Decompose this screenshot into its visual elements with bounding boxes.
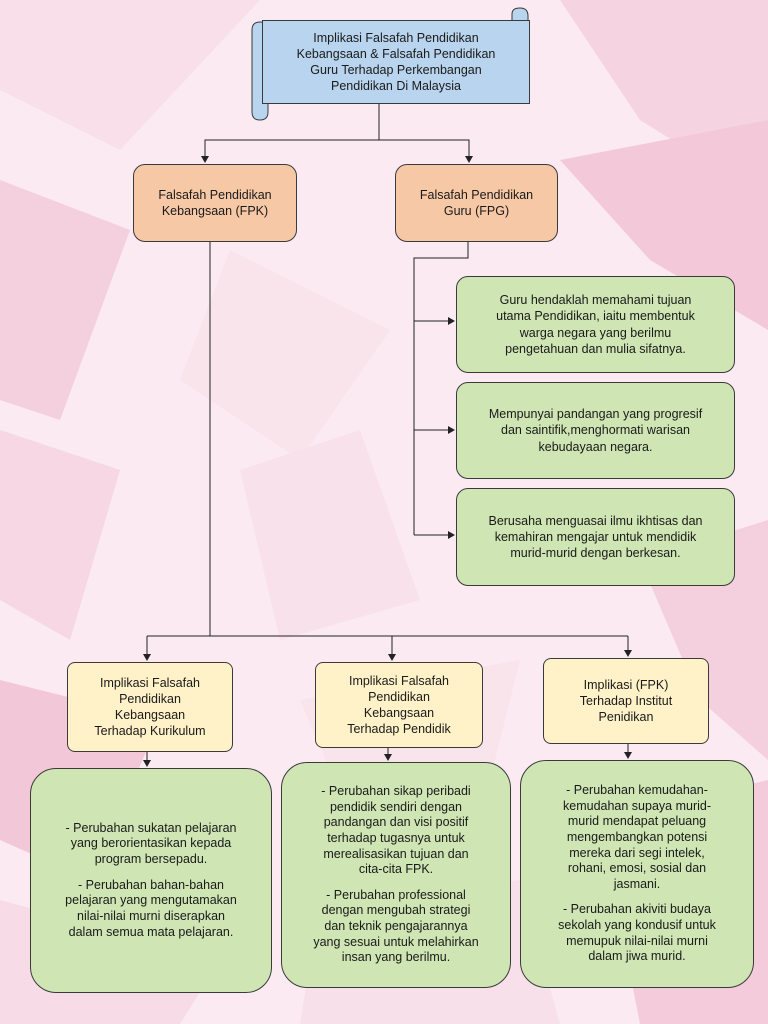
implikasi-kurikulum-detail: - Perubahan sukatan pelajaran yang beror… [30, 768, 272, 993]
implikasi-institut-heading: Implikasi (FPK) Terhadap Institut Penidi… [579, 677, 673, 725]
implikasi-institut-box: Implikasi (FPK) Terhadap Institut Penidi… [543, 658, 709, 744]
title-box: Implikasi Falsafah Pendidikan Kebangsaan… [262, 20, 530, 104]
pendidik-point-2: - Perubahan professional dengan mengubah… [313, 887, 479, 965]
fpg-point-3: Berusaha menguasai ilmu ikhtisas dan kem… [456, 488, 735, 586]
title-text: Implikasi Falsafah Pendidikan Kebangsaan… [296, 30, 496, 94]
implikasi-pendidik-detail: - Perubahan sikap peribadi pendidik send… [281, 762, 511, 988]
implikasi-pendidik-heading: Implikasi Falsafah Pendidikan Kebangsaan… [347, 673, 451, 737]
institut-point-2: - Perubahan akiviti budaya sekolah yang … [558, 902, 716, 964]
fpg-box: Falsafah Pendidikan Guru (FPG) [395, 164, 558, 242]
fpg-point-3-text: Berusaha menguasai ilmu ikhtisas dan kem… [488, 513, 703, 561]
fpg-point-2-text: Mempunyai pandangan yang progresif dan s… [488, 407, 703, 454]
fpk-label: Falsafah Pendidikan Kebangsaan (FPK) [158, 187, 272, 218]
fpg-label: Falsafah Pendidikan Guru (FPG) [419, 187, 534, 218]
fpg-point-1-text: Guru hendaklah memahami tujuan utama Pen… [496, 293, 695, 356]
implikasi-pendidik-box: Implikasi Falsafah Pendidikan Kebangsaan… [315, 662, 483, 748]
kurikulum-point-2: - Perubahan bahan-bahan pelajaran yang m… [65, 877, 237, 939]
implikasi-kurikulum-box: Implikasi Falsafah Pendidikan Kebangsaan… [67, 662, 233, 752]
kurikulum-point-1: - Perubahan sukatan pelajaran yang beror… [65, 820, 237, 867]
institut-point-1: - Perubahan kemudahan- kemudahan supaya … [563, 783, 711, 891]
fpk-box: Falsafah Pendidikan Kebangsaan (FPK) [133, 164, 297, 242]
fpg-point-1: Guru hendaklah memahami tujuan utama Pen… [456, 276, 735, 373]
implikasi-kurikulum-heading: Implikasi Falsafah Pendidikan Kebangsaan… [94, 675, 206, 739]
fpg-point-2: Mempunyai pandangan yang progresif dan s… [456, 382, 735, 479]
pendidik-point-1: - Perubahan sikap peribadi pendidik send… [321, 784, 471, 877]
implikasi-institut-detail: - Perubahan kemudahan- kemudahan supaya … [520, 760, 754, 988]
